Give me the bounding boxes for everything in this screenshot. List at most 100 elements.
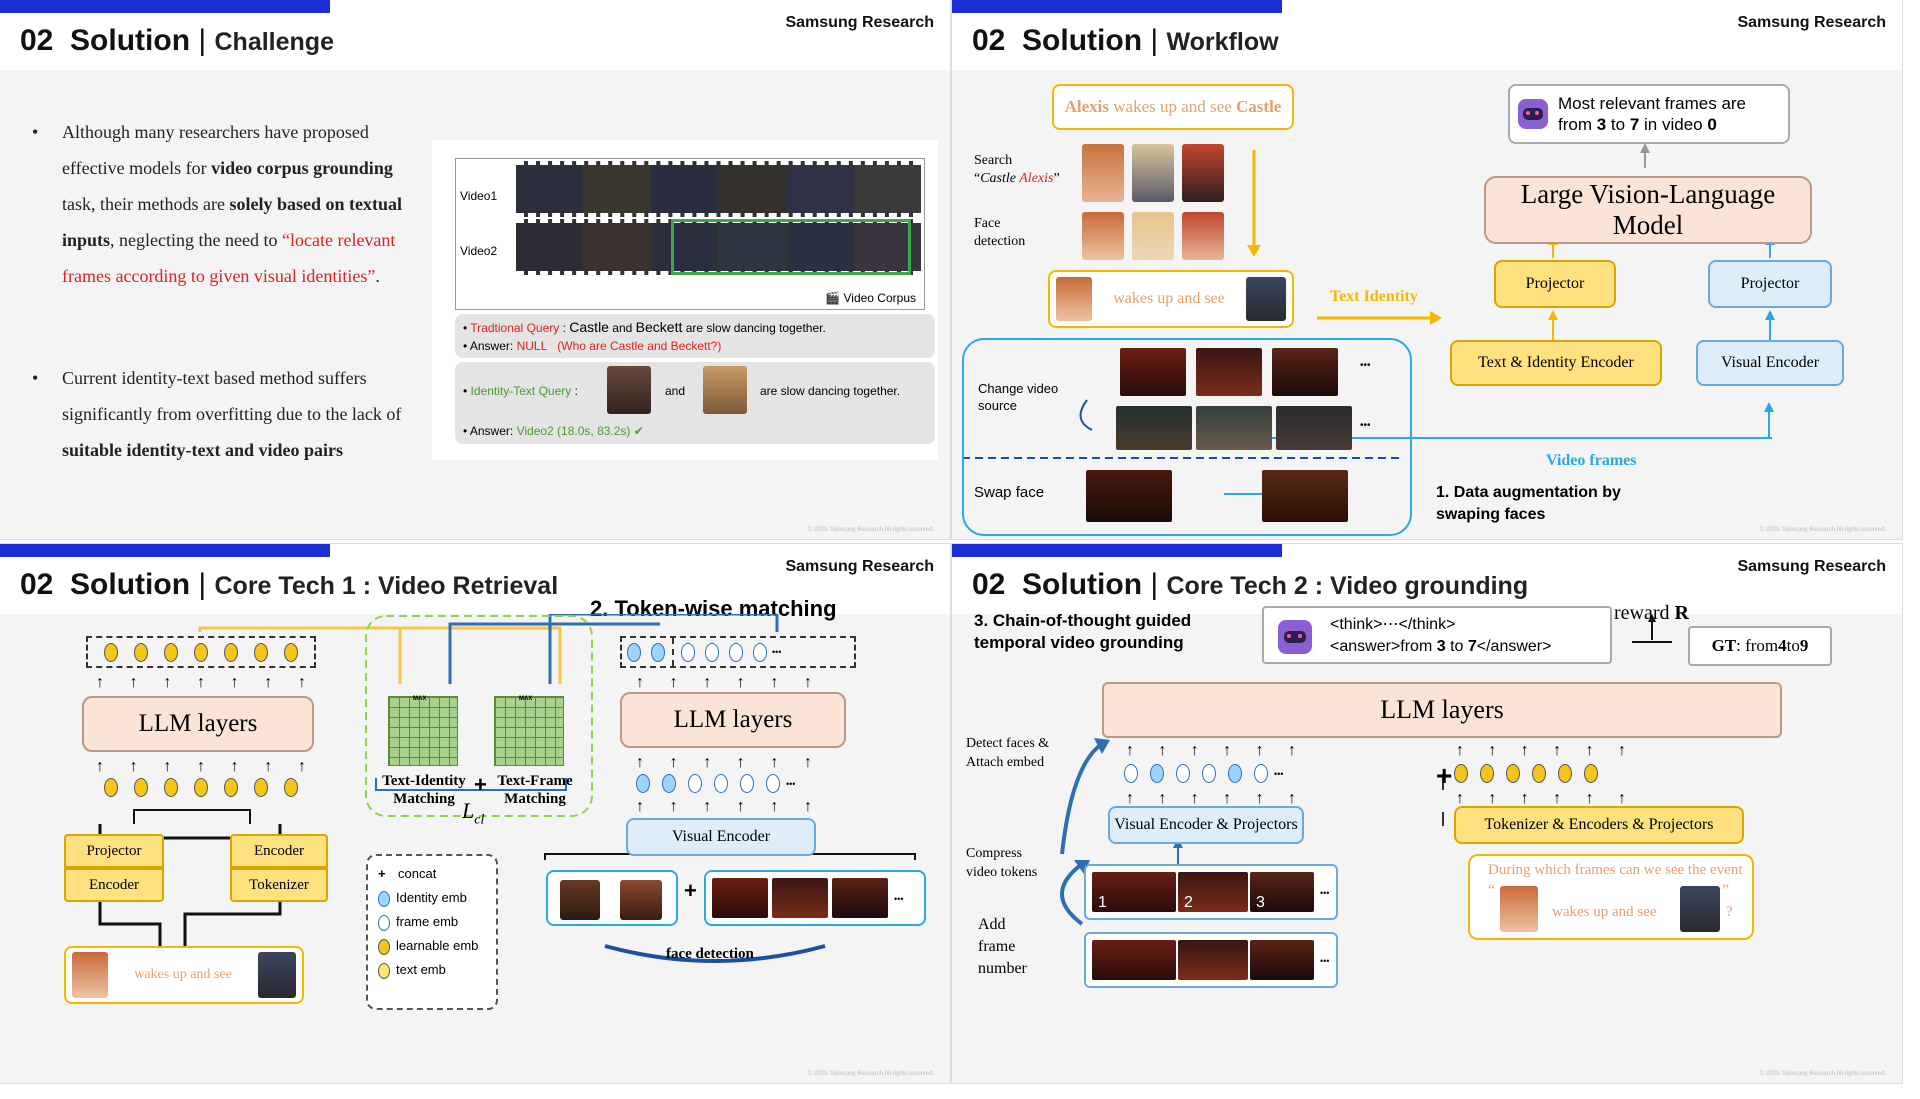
change-source-label: Change video source	[978, 381, 1059, 413]
frame-b3	[1276, 406, 1352, 450]
slide-video-retrieval: Samsung Research 02 Solution | Core Tech…	[0, 544, 950, 1083]
right-up-arrows-1: ↑↑↑↑↑↑	[636, 674, 812, 691]
bullet-2: • Current identity-text based method suf…	[32, 368, 402, 460]
detect-face-3	[1182, 212, 1224, 260]
detect-face-2	[1132, 212, 1174, 260]
slide-body: 3. Chain-of-thought guided temporal vide…	[952, 602, 1902, 1083]
answer-box: Most relevant frames are from 3 to 7 in …	[1508, 84, 1790, 144]
add-frame-label: Add frame number	[978, 916, 1027, 977]
left-input-tokens	[88, 778, 314, 797]
traditional-query-box: • Tradtional Query : Castle and Beckett …	[455, 314, 935, 358]
face-detection-label: face detection	[666, 946, 754, 962]
reward-label: reward R	[1614, 602, 1689, 624]
text-arrows-2: ↑↑↑↑↑↑	[1456, 790, 1626, 807]
plus-sign-2: +	[684, 878, 697, 903]
video-corpus-panel: Video1 Video2 🎬 Video Corpus	[455, 158, 925, 310]
projector-right: Projector	[1708, 260, 1832, 308]
video-frames-label: Video frames	[1546, 452, 1637, 469]
frame-b2	[1196, 406, 1272, 450]
alexis-face	[72, 952, 108, 998]
right-input-tokens: •••	[630, 774, 860, 793]
video-corpus-label: 🎬 Video Corpus	[825, 291, 916, 305]
copyright: © 2023. Samsung Research All rights rese…	[807, 527, 934, 533]
plus-sign: +	[474, 772, 487, 797]
face-detection-label: Face detection	[974, 216, 1026, 249]
brand-label: Samsung Research	[1737, 558, 1886, 575]
accent-bar	[952, 0, 1282, 13]
right-up-arrows-2: ↑↑↑↑↑↑	[636, 754, 812, 771]
castle-face	[1245, 277, 1286, 321]
castle-face	[257, 952, 296, 998]
tf-matrix: MAX	[494, 696, 564, 766]
left-output-tokens	[86, 636, 316, 668]
frame-b1	[1116, 406, 1192, 450]
slide-title: 02 Solution | Challenge	[20, 24, 334, 57]
search-face-2	[1132, 144, 1174, 202]
brand-label: Samsung Research	[785, 558, 934, 575]
identity-query-box: • Identity-Text Query : and are slow dan…	[455, 362, 935, 444]
ti-matrix: MAX	[388, 696, 458, 766]
video2-highlight	[671, 219, 911, 275]
tf-matching-label: Text-Frame Matching	[497, 773, 573, 807]
copyright: © 2023. Samsung Research All rights rese…	[1759, 1071, 1886, 1077]
encoder-box-left: Encoder	[64, 868, 164, 902]
compress-label: Compress video tokens	[966, 846, 1038, 880]
slide-title: 02 Solution | Core Tech 1 : Video Retrie…	[20, 568, 559, 601]
llm-layers-right: LLM layers	[620, 692, 846, 748]
text-arrows-1: ↑↑↑↑↑↑	[1456, 742, 1626, 759]
ellipsis: •••	[1360, 360, 1371, 371]
identity-query-box: wakes up and see	[1048, 270, 1294, 328]
detect-face-1	[1082, 212, 1124, 260]
video1-strip	[516, 161, 921, 217]
slide-workflow: Samsung Research 02 Solution | Workflow	[952, 0, 1902, 539]
text-identity-label: Text Identity	[1330, 288, 1418, 305]
legend-concat: +concat	[378, 866, 437, 881]
beckett-face	[703, 366, 747, 414]
legend-frame: frame emb	[378, 910, 486, 934]
numbered-frames-box: 1 2 3 •••	[1084, 864, 1338, 920]
projector-left: Projector	[1494, 260, 1616, 308]
slide-challenge: Samsung Research 02 Solution | Challenge…	[0, 0, 950, 539]
challenge-figure: Video1 Video2 🎬 Video Corpus • Tradtiona…	[432, 140, 938, 460]
swap-face-label: Swap face	[974, 484, 1045, 501]
visual-arrows-1: ↑↑↑↑↑↑	[1126, 742, 1296, 759]
frames-box: •••	[704, 870, 926, 926]
think-box: <think>⋯</think> <answer>from 3 to 7</an…	[1262, 606, 1612, 664]
query-box: Alexis wakes up and see Castle	[1052, 84, 1294, 130]
tokenizer-box: Tokenizer	[230, 868, 328, 902]
ellipsis: •••	[1360, 420, 1371, 431]
robot-icon	[1278, 620, 1312, 654]
slide-body: 2. Token-wise matching ↑↑↑↑↑↑↑ LLM layer…	[0, 596, 950, 1083]
visual-encoder: Visual Encoder	[1696, 340, 1844, 386]
castle-face	[607, 366, 651, 414]
visual-arrows-2: ↑↑↑↑↑↑	[1126, 790, 1296, 807]
alexis-face	[1056, 277, 1092, 321]
loss-label: Lcl	[462, 798, 485, 828]
projector-box: Projector	[64, 834, 164, 868]
face-crops-box	[546, 870, 678, 926]
gt-box: GT: from 4 to 9	[1688, 626, 1832, 666]
search-face-1	[1082, 144, 1124, 202]
token-wise-label: 2. Token-wise matching	[590, 596, 837, 621]
swap-before	[1086, 470, 1172, 522]
video2-strip	[516, 219, 921, 275]
robot-icon	[1518, 99, 1548, 129]
augmentation-panel	[962, 338, 1412, 536]
slide-title: 02 Solution | Core Tech 2 : Video ground…	[972, 568, 1529, 601]
encoder-box-right: Encoder	[230, 834, 328, 868]
frame-a1	[1120, 348, 1186, 396]
legend-learnable: learnable emb	[378, 934, 486, 958]
question-box: During which frames can we see the event…	[1468, 854, 1754, 940]
left-up-arrows-1: ↑↑↑↑↑↑↑	[96, 674, 306, 691]
castle-face	[1680, 886, 1720, 932]
accent-bar	[0, 0, 330, 13]
search-label: Search “Castle Alexis”	[974, 153, 1060, 186]
brand-label: Samsung Research	[1737, 14, 1886, 31]
llm-layers: LLM layers	[1102, 682, 1782, 738]
slide-body: • Although many researchers have propose…	[0, 70, 950, 539]
video1-label: Video1	[460, 189, 498, 203]
lvlm-box: Large Vision-Language Model	[1484, 176, 1812, 244]
visual-encoder-box: Visual Encoder & Projectors	[1108, 806, 1304, 844]
slide-body: Alexis wakes up and see Castle Search “C…	[952, 70, 1902, 539]
plus-sign: +	[1436, 760, 1453, 791]
